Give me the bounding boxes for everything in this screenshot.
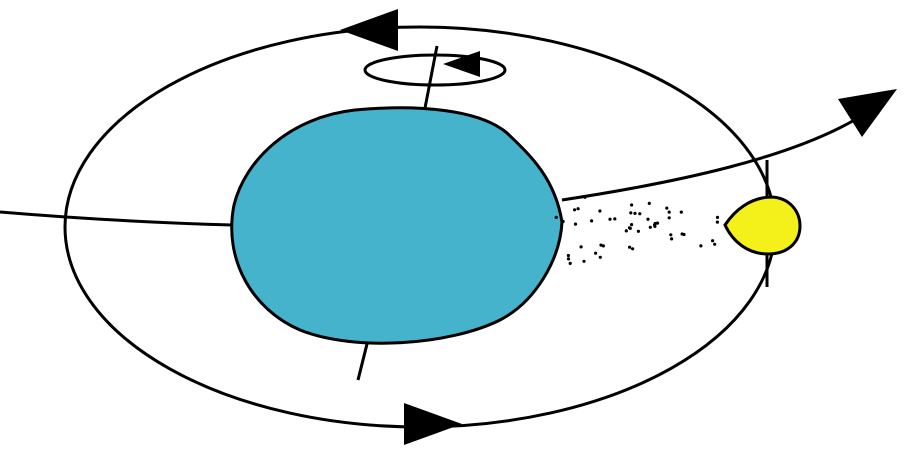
stream-particle (669, 233, 673, 237)
left-axis-line (0, 210, 233, 227)
stream-particle (667, 216, 671, 220)
stream-particle (598, 209, 602, 213)
stream-particle (590, 219, 594, 223)
stream-particle (624, 229, 628, 233)
stream-particle (627, 226, 632, 230)
stream-particle (680, 232, 684, 236)
stream-particle (630, 223, 634, 227)
stream-particle (633, 211, 637, 215)
stream-particle (655, 221, 660, 225)
stream-particle (630, 203, 634, 207)
stream-particle (599, 243, 603, 247)
rotation-axis-bottom (356, 339, 370, 381)
stream-particle (566, 257, 571, 261)
stream-particle (631, 247, 635, 251)
stream-particle (638, 212, 642, 216)
primary-body (230, 106, 564, 345)
stream-particle (573, 222, 578, 226)
stream-particle (665, 206, 669, 210)
stream-particle (598, 255, 602, 259)
stream-particle (579, 245, 583, 249)
stream-particle (667, 210, 671, 214)
rotation-indicator (363, 53, 507, 87)
stream-particle (628, 245, 632, 249)
stream-particle (699, 244, 703, 248)
mass-transfer-stream (554, 195, 720, 265)
stream-particle (582, 259, 586, 263)
stream-particle (715, 220, 720, 224)
stream-particle (648, 225, 652, 229)
ejected-stream-line (561, 116, 859, 202)
stream-particle (713, 242, 717, 246)
stream-particle (647, 201, 651, 205)
ejected-stream-arrow (838, 89, 897, 137)
stream-particle (566, 253, 571, 258)
stream-particle (561, 219, 565, 224)
orbit-arrow-bottom (404, 403, 462, 445)
stream-particle (679, 210, 683, 214)
stream-particle (608, 217, 612, 221)
stream-particle (636, 229, 641, 233)
stream-particle (653, 224, 657, 228)
stream-particle (554, 215, 558, 219)
stream-particle (670, 237, 674, 241)
companion-body (723, 195, 802, 256)
stream-particle (601, 244, 606, 248)
stream-particle (715, 215, 720, 219)
orbit-arrow-top (340, 9, 398, 51)
rotation-arrow-icon (443, 51, 480, 77)
stream-particle (573, 208, 577, 212)
stream-particle (568, 261, 572, 265)
stream-particle (576, 207, 580, 211)
stream-particle (711, 239, 715, 243)
stream-particle (613, 217, 617, 221)
stream-particle (646, 217, 650, 221)
stream-particle (629, 211, 633, 215)
stream-particle (594, 251, 598, 255)
stream-particle (583, 195, 587, 199)
